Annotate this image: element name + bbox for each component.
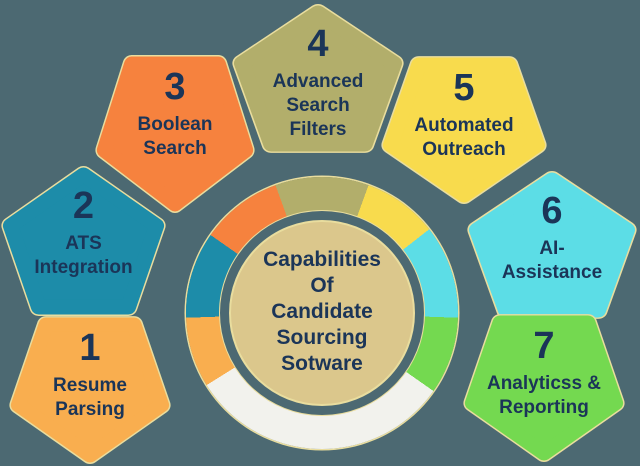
pentagon-content: 5 Automated Outreach bbox=[382, 58, 546, 204]
pentagon-boolean-search: 3 Boolean Search bbox=[95, 54, 255, 213]
pentagon-down-shape bbox=[463, 314, 625, 462]
pentagon-content: 6 AI- Assistance bbox=[468, 171, 636, 317]
pentagon-fill bbox=[233, 5, 403, 152]
pentagon-content: 3 Boolean Search bbox=[96, 57, 254, 213]
step-number: 7 bbox=[533, 325, 555, 367]
step-label: Resume Parsing bbox=[53, 374, 127, 420]
step-label: ATS Integration bbox=[34, 232, 133, 278]
center-title: Capabilities Of Candidate Sourcing Sotwa… bbox=[263, 247, 381, 376]
step-label: AI- Assistance bbox=[501, 237, 603, 283]
pentagon-content: 7 Analyticss & Reporting bbox=[464, 316, 624, 462]
step-label: Advanced Search Filters bbox=[272, 70, 364, 140]
pentagon-content: 4 Advanced Search Filters bbox=[233, 4, 403, 151]
step-number: 1 bbox=[79, 327, 101, 369]
step-number: 4 bbox=[307, 23, 329, 65]
step-label: Automated Outreach bbox=[414, 114, 514, 160]
pentagon-fill bbox=[382, 57, 546, 203]
step-number: 5 bbox=[453, 67, 475, 109]
pentagon-ats-integration: 2 ATS Integration bbox=[1, 166, 166, 316]
pentagon-up-shape bbox=[1, 166, 166, 316]
step-label: Boolean Search bbox=[137, 113, 213, 159]
pentagon-up-shape bbox=[467, 171, 637, 319]
pentagon-fill bbox=[468, 172, 636, 318]
pentagon-fill bbox=[96, 56, 254, 212]
pentagon-up-shape bbox=[232, 4, 404, 153]
pentagon-fill bbox=[10, 317, 170, 463]
pentagon-resume-parsing: 1 Resume Parsing bbox=[9, 316, 171, 464]
step-label: Analyticss & Reporting bbox=[486, 372, 602, 418]
pentagon-fill bbox=[2, 167, 165, 315]
pentagon-fill bbox=[464, 315, 624, 461]
step-number: 6 bbox=[541, 190, 563, 232]
step-number: 3 bbox=[164, 66, 186, 108]
pentagon-advanced-search-filters: 4 Advanced Search Filters bbox=[232, 4, 404, 153]
pentagon-analytics-reporting: 7 Analyticss & Reporting bbox=[463, 314, 625, 462]
pentagon-down-shape bbox=[381, 56, 547, 204]
pentagon-ai-assistance: 6 AI- Assistance bbox=[467, 171, 637, 319]
pentagon-down-shape bbox=[9, 316, 171, 464]
center-circle: Capabilities Of Candidate Sourcing Sotwa… bbox=[229, 220, 415, 406]
pentagon-content: 1 Resume Parsing bbox=[10, 318, 170, 464]
pentagon-automated-outreach: 5 Automated Outreach bbox=[381, 56, 547, 204]
step-number: 2 bbox=[72, 185, 95, 227]
pentagon-content: 2 ATS Integration bbox=[2, 166, 165, 314]
pentagon-down-shape bbox=[95, 54, 255, 213]
